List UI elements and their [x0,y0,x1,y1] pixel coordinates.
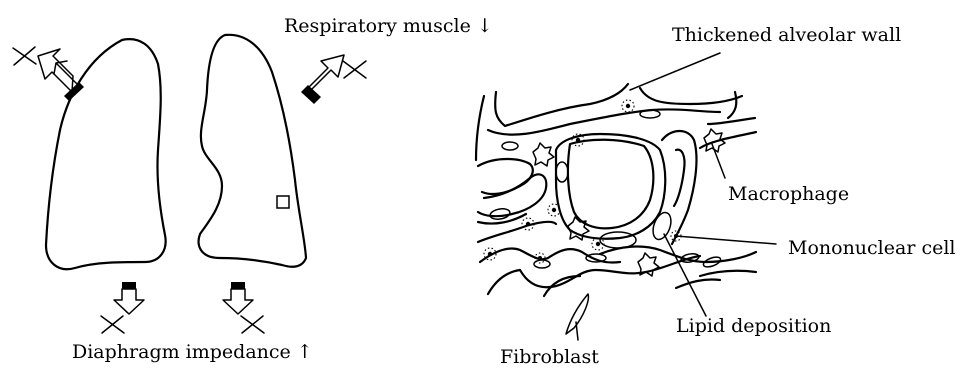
arrow-down-icon [223,282,253,314]
label-macrophage: Macrophage [728,183,849,205]
label-diaphragm-impedance: Diaphragm impedance ↑ [72,341,313,363]
diaphragm-arrows [101,282,264,333]
cross-mark-icon [343,61,366,78]
label-fibroblast: Fibroblast [500,346,599,368]
cross-mark-icon [101,316,124,333]
tissue-box [277,196,289,208]
chest-arrows [13,47,366,104]
label-respiratory-muscle: Respiratory muscle ↓ [284,15,493,37]
right-lung [199,35,306,267]
lungs [46,35,306,269]
alveolar-tissue [476,84,756,334]
label-thickened-alveolar-wall: Thickened alveolar wall [672,24,901,46]
arrow-up-left-icon [38,49,84,101]
label-mononuclear-cell: Mononuclear cell [788,237,956,259]
arrow-down-icon [114,282,144,314]
label-lipid-deposition: Lipid deposition [676,315,831,337]
left-lung [46,39,166,269]
arrow-up-right-icon [301,55,344,104]
cross-mark-icon [241,316,264,333]
cross-mark-icon [13,47,36,65]
